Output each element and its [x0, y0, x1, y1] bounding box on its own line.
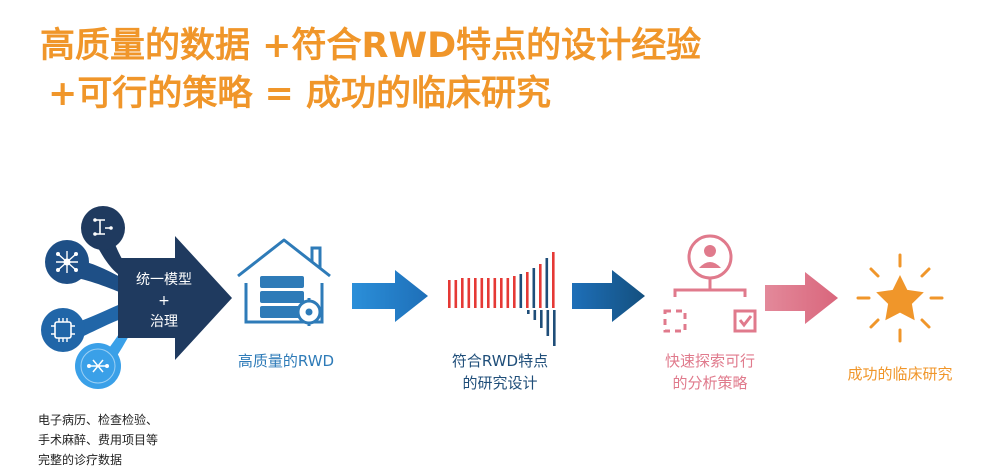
source-line-2: 手术麻醉、费用项目等 — [38, 433, 159, 447]
title-line-1: 高质量的数据 +符合RWD特点的设计经验 — [40, 26, 702, 66]
barcode-tail — [533, 310, 537, 320]
barcode-bar — [539, 264, 542, 308]
barcode-tail — [553, 310, 556, 346]
barcode-tail — [540, 310, 543, 328]
stage-label-design: 符合RWD特点 的研究设计 — [430, 350, 570, 394]
title-line-2: +可行的策略 = 成功的临床研究 — [48, 74, 552, 114]
stage-label-success: 成功的临床研究 — [830, 363, 970, 385]
barcode-tail — [527, 310, 530, 314]
stage-label-strategy: 快速探索可行 的分析策略 — [640, 350, 780, 394]
governance-line-1: 统一模型 — [136, 272, 192, 288]
stage-3-line-1: 快速探索可行 — [664, 352, 755, 370]
governance-label: 统一模型 + 治理 — [118, 270, 210, 333]
source-line-3: 完整的诊疗数据 — [38, 453, 123, 467]
stage-3-line-2: 的分析策略 — [672, 374, 748, 392]
barcode-bar — [519, 274, 523, 308]
barcode-bar — [487, 278, 490, 308]
barcode-bar — [513, 276, 516, 308]
governance-line-3: 治理 — [150, 314, 178, 330]
barcode-design-icon — [448, 252, 556, 346]
barcode-bar — [500, 278, 503, 308]
governance-arrow — [118, 236, 232, 360]
flow-arrow-3 — [765, 272, 838, 324]
star-burst-icon — [856, 253, 944, 343]
circuit-icon — [81, 206, 125, 250]
barcode-bar — [448, 280, 451, 308]
barcode-bar — [480, 278, 484, 308]
barcode-bar — [506, 278, 510, 308]
barcode-bar — [493, 278, 497, 308]
page-title: 高质量的数据 +符合RWD特点的设计经验 +可行的策略 = 成功的临床研究 — [40, 22, 701, 118]
flow-arrow-2 — [572, 270, 645, 322]
barcode-bar — [467, 278, 471, 308]
barcode-bar — [526, 272, 529, 308]
chip-icon — [41, 308, 85, 352]
source-description: 电子病历、检查检验、 手术麻醉、费用项目等 完整的诊疗数据 — [38, 410, 158, 470]
barcode-bar — [474, 278, 477, 308]
user-branch-icon — [663, 234, 757, 333]
flow-arrow-1 — [352, 270, 428, 322]
stage-1-line-1: 高质量的RWD — [237, 352, 335, 370]
barcode-bar — [454, 280, 458, 308]
barcode-bar — [545, 258, 549, 308]
brain-icon — [75, 343, 121, 389]
database-house-icon — [237, 238, 331, 326]
barcode-bar — [552, 252, 555, 308]
governance-line-2: + — [158, 293, 170, 309]
stage-label-rwd: 高质量的RWD — [222, 350, 350, 372]
network-icon — [45, 240, 89, 284]
barcode-tail — [546, 310, 550, 336]
barcode-bar — [461, 278, 464, 308]
source-line-1: 电子病历、检查检验、 — [38, 413, 159, 427]
barcode-bar — [532, 268, 536, 308]
stage-4-line-1: 成功的临床研究 — [847, 365, 953, 383]
stage-2-line-2: 的研究设计 — [462, 374, 538, 392]
stage-2-line-1: 符合RWD特点 — [451, 352, 549, 370]
